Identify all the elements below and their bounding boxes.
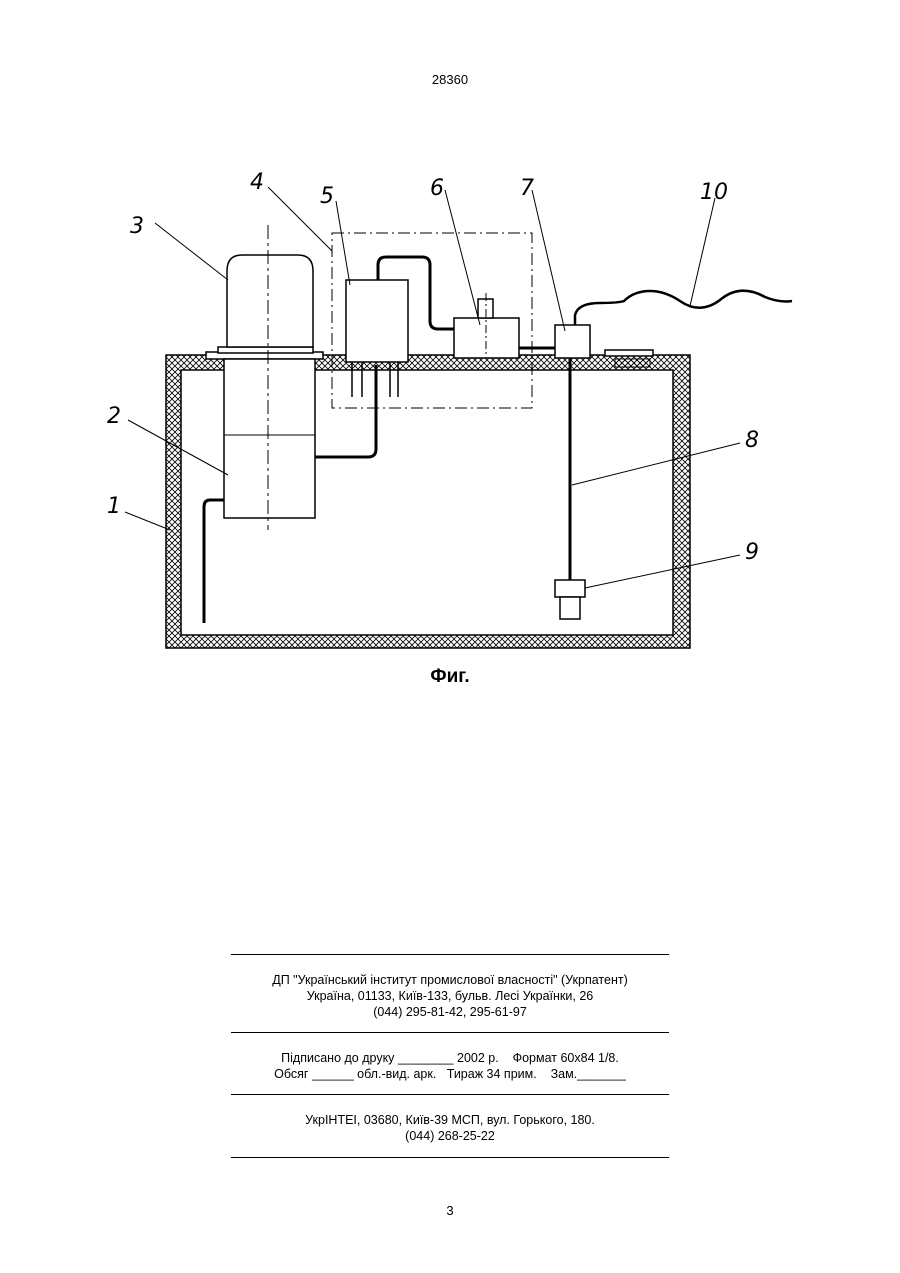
motor bbox=[206, 255, 323, 359]
patent-figure: 3 2 1 4 5 6 7 10 8 9 bbox=[100, 165, 820, 660]
publisher-line: (044) 295-81-42, 295-61-97 bbox=[0, 1004, 900, 1020]
publisher-line: ДП "Український інститут промислової вла… bbox=[0, 972, 900, 988]
label-4: 4 bbox=[250, 170, 264, 195]
printer-line: (044) 268-25-22 bbox=[0, 1128, 900, 1144]
publisher-line: Україна, 01133, Київ-133, бульв. Лесі Ук… bbox=[0, 988, 900, 1004]
label-3: 3 bbox=[130, 214, 144, 239]
label-7: 7 bbox=[520, 176, 534, 201]
label-8: 8 bbox=[745, 428, 759, 453]
printer-block: УкрІНТЕІ, 03680, Київ-39 МСП, вул. Горьк… bbox=[0, 1112, 900, 1144]
divider bbox=[231, 1032, 669, 1033]
label-5: 5 bbox=[320, 184, 334, 209]
imprint-line: Обсяг ______ обл.-вид. арк. Тираж 34 при… bbox=[0, 1066, 900, 1082]
publisher-block: ДП "Український інститут промислової вла… bbox=[0, 972, 900, 1020]
label-1: 1 bbox=[107, 494, 121, 519]
imprint-block: Підписано до друку ________ 2002 р. Форм… bbox=[0, 1050, 900, 1082]
label-2: 2 bbox=[107, 404, 121, 429]
label-10: 10 bbox=[700, 180, 728, 205]
page-number: 3 bbox=[0, 1203, 900, 1218]
divider bbox=[231, 1157, 669, 1158]
figure-drawing: 3 2 1 4 5 6 7 10 8 9 bbox=[100, 165, 820, 660]
pump bbox=[224, 359, 315, 518]
label-9: 9 bbox=[745, 540, 759, 565]
label-6: 6 bbox=[430, 176, 444, 201]
printer-line: УкрІНТЕІ, 03680, Київ-39 МСП, вул. Горьк… bbox=[0, 1112, 900, 1128]
imprint-line: Підписано до друку ________ 2002 р. Форм… bbox=[0, 1050, 900, 1066]
divider bbox=[231, 1094, 669, 1095]
figure-caption: Фиг. bbox=[0, 666, 900, 688]
patent-number: 28360 bbox=[0, 72, 900, 87]
divider bbox=[231, 954, 669, 955]
